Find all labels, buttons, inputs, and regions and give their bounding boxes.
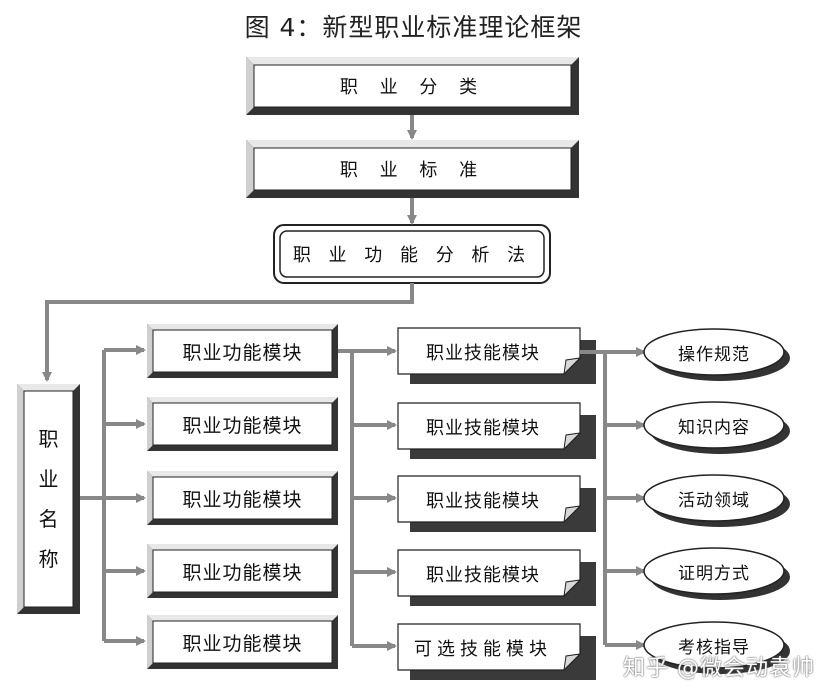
skill-module-label: 职业技能模块 bbox=[426, 565, 540, 586]
occupation-name-char: 名 bbox=[38, 507, 59, 531]
skill-module-boxes bbox=[397, 327, 596, 680]
output-ellipse-3 bbox=[643, 474, 790, 527]
skill-module-box-2 bbox=[397, 402, 596, 459]
function-module-label: 职业功能模块 bbox=[182, 561, 303, 584]
output-ellipse-2 bbox=[643, 401, 790, 454]
arrow-analysis-name bbox=[42, 283, 414, 382]
skills-to-outputs-connectors bbox=[580, 347, 646, 650]
modules-to-skills-connectors bbox=[338, 346, 397, 651]
output-ellipse-1 bbox=[643, 328, 790, 381]
occupation-name-box bbox=[17, 384, 80, 614]
occupation-name-char: 称 bbox=[38, 547, 59, 571]
skill-module-label: 可选技能模块 bbox=[414, 639, 552, 660]
output-label: 活动领域 bbox=[678, 490, 750, 511]
standard-label: 职 业 标 准 bbox=[339, 160, 486, 181]
function-module-label: 职业功能模块 bbox=[182, 341, 303, 364]
skill-module-box-5 bbox=[397, 623, 596, 680]
classification-label: 职 业 分 类 bbox=[339, 77, 486, 98]
function-module-label: 职业功能模块 bbox=[182, 414, 303, 437]
skill-module-label: 职业技能模块 bbox=[426, 491, 540, 512]
function-module-box-3 bbox=[147, 471, 338, 525]
watermark: 知乎 @微会动袁帅 bbox=[623, 656, 815, 681]
name-to-modules-connectors bbox=[80, 345, 146, 646]
diagram-title: 图 4：新型职业标准理论框架 bbox=[244, 13, 583, 42]
occupation-name-label: 职 业 名 称 bbox=[24, 391, 73, 607]
output-ellipses bbox=[643, 328, 790, 674]
function-module-box-1 bbox=[147, 324, 338, 378]
output-ellipse-4 bbox=[643, 547, 790, 600]
skill-module-box-3 bbox=[397, 475, 596, 532]
output-label: 证明方式 bbox=[678, 563, 750, 584]
output-label: 考核指导 bbox=[678, 637, 750, 658]
function-module-box-4 bbox=[147, 544, 338, 598]
classification-box bbox=[246, 57, 579, 115]
skill-module-label: 职业技能模块 bbox=[426, 418, 540, 439]
output-ellipse-5 bbox=[643, 621, 790, 674]
skill-module-label: 职业技能模块 bbox=[426, 343, 540, 364]
skill-module-box-4 bbox=[397, 549, 596, 606]
function-module-label: 职业功能模块 bbox=[182, 632, 303, 655]
occupation-name-char: 职 bbox=[38, 427, 59, 451]
function-module-box-2 bbox=[147, 397, 338, 451]
function-module-label: 职业功能模块 bbox=[182, 488, 303, 511]
occupation-name-char: 业 bbox=[38, 467, 59, 491]
skill-module-box-1 bbox=[397, 327, 596, 384]
output-label: 操作规范 bbox=[678, 344, 750, 365]
function-module-boxes bbox=[147, 324, 338, 669]
analysis-label: 职 业 功 能 分 析 法 bbox=[292, 245, 532, 266]
function-module-box-5 bbox=[147, 615, 338, 669]
analysis-box bbox=[273, 224, 551, 284]
standard-box bbox=[246, 140, 579, 198]
output-label: 知识内容 bbox=[678, 417, 750, 438]
